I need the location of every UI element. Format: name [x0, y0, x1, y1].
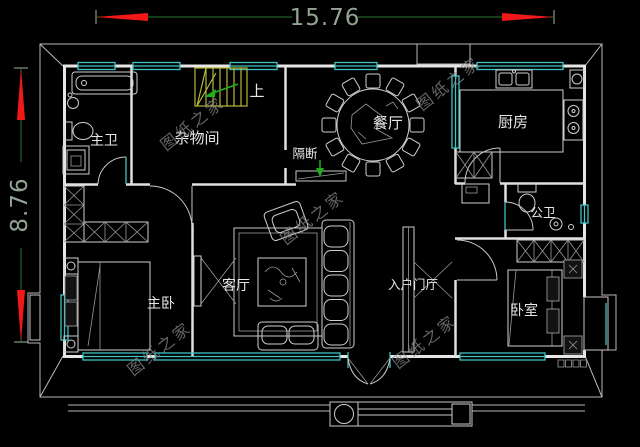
kitchen-cabinet-icon — [455, 151, 493, 179]
porch-square-column — [451, 403, 471, 425]
room-labels: 主卫 杂物间 餐厅 厨房 公卫 主卧 客厅 入户门厅 卧室 隔断 上 — [90, 82, 556, 319]
toilet-master-icon — [63, 121, 94, 141]
coffee-table-icon — [257, 257, 307, 307]
stairs-icon — [194, 67, 248, 107]
porch — [329, 401, 473, 427]
vanity-icon — [62, 145, 90, 175]
partition-icon — [295, 160, 347, 182]
bay-window-right — [583, 296, 609, 351]
dimension-arrow-down — [17, 290, 25, 342]
window-right-hall — [580, 204, 589, 224]
master-bedroom-furniture — [63, 185, 151, 353]
stove-icon — [563, 99, 584, 141]
window-bottom-living — [154, 352, 341, 361]
window-bottom-master — [82, 352, 148, 361]
dimension-arrow-right — [502, 13, 554, 21]
window-top-1 — [77, 61, 116, 71]
bathtub-icon — [71, 71, 138, 95]
doors — [97, 147, 534, 385]
dimension-arrow-left — [96, 13, 148, 21]
tv-icon — [193, 255, 237, 307]
watermark-3: 图纸之家 — [277, 187, 349, 249]
door-master-bedroom — [149, 185, 193, 229]
entry-screen-icon — [402, 226, 453, 353]
dining-table-icon — [321, 73, 425, 177]
master-bath-fixtures — [62, 71, 138, 175]
window-kitchen-pass — [451, 75, 460, 149]
interior-walls — [63, 66, 586, 357]
room-label-dining: 餐厅 — [373, 114, 403, 132]
armchair-icon — [263, 201, 309, 241]
washbasin-icon — [67, 92, 79, 109]
room-label-entry-hall: 入户门厅 — [388, 277, 438, 292]
rug-inner — [238, 232, 318, 332]
kitchen-fixtures — [455, 69, 585, 204]
room-label-bedroom: 卧室 — [510, 302, 538, 319]
porch-round-column — [334, 404, 354, 424]
dimension-top: 15.76 — [95, 5, 555, 31]
wardrobe-master-icon — [63, 185, 149, 243]
sofa-small-icon — [257, 321, 319, 351]
public-bath-fixtures — [517, 183, 574, 231]
dining-table-top — [336, 88, 410, 162]
eave-outline — [27, 43, 617, 412]
stairs-arrow-head — [204, 89, 216, 97]
windows — [29, 61, 609, 368]
watermark-2: 图纸之家 — [413, 53, 485, 115]
wardrobe-bedroom-icon — [516, 239, 585, 263]
window-bottom-bedroom — [459, 352, 546, 361]
door-master-bath — [97, 156, 127, 185]
window-top-2 — [132, 61, 181, 71]
kitchen-sink-icon — [495, 69, 533, 89]
room-label-storage: 杂物间 — [174, 129, 219, 147]
water-heater-icon — [569, 69, 585, 89]
entrance-double-door — [347, 357, 391, 385]
kitchen-counter — [459, 89, 564, 153]
dimension-height-label: 8.76 — [7, 177, 33, 232]
dimension-width-label: 15.76 — [290, 5, 361, 31]
room-label-kitchen: 厨房 — [498, 113, 528, 131]
window-top-kitchen — [476, 61, 564, 71]
toilet-public-icon — [517, 183, 537, 213]
bedroom-furniture — [507, 239, 587, 368]
bed-master-icon — [63, 257, 151, 353]
partition-label: 隔断 — [292, 146, 317, 161]
watermark-4: 图纸之家 — [389, 311, 461, 373]
room-label-living-room: 客厅 — [222, 277, 250, 294]
washer-icon — [461, 183, 490, 204]
sink-public-icon — [549, 217, 574, 231]
dimension-arrow-up — [17, 68, 25, 120]
sofa-long-icon — [321, 219, 355, 349]
exterior-walls — [63, 64, 586, 358]
dimension-left: 8.76 — [7, 67, 33, 343]
door-bedroom — [456, 239, 498, 281]
window-top-3 — [229, 61, 278, 71]
room-label-master-bath: 主卫 — [90, 133, 118, 149]
bed-bedroom-icon — [507, 259, 583, 355]
door-kitchen — [464, 147, 501, 184]
dining-chairs — [321, 73, 425, 177]
window-top-4 — [334, 61, 378, 71]
room-label-master-bedroom: 主卧 — [147, 296, 175, 312]
partition-arrow-head — [316, 168, 324, 177]
sill-hatch — [557, 359, 587, 368]
stairs-up-label: 上 — [249, 82, 264, 100]
roof-flue-box — [416, 43, 471, 65]
room-label-public-bath: 公卫 — [530, 205, 555, 220]
bay-left — [29, 294, 41, 341]
living-room-furniture — [193, 201, 355, 351]
watermarks: 图纸之家 图纸之家 图纸之家 图纸之家 图纸之家 — [124, 53, 485, 380]
door-public-bath — [504, 201, 534, 231]
